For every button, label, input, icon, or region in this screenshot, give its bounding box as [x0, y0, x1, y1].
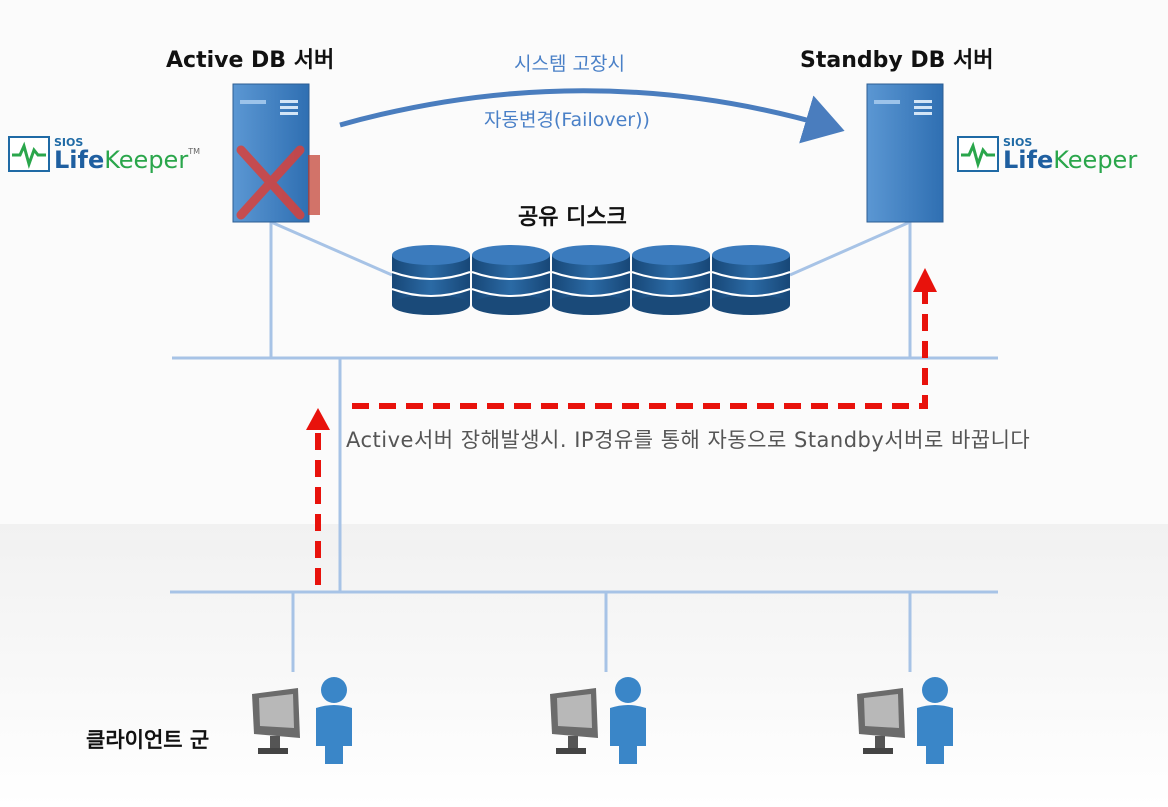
person-icon [610, 677, 646, 764]
shared-disk-title: 공유 디스크 [518, 205, 627, 230]
logo-keeper-text: Keeper [1053, 145, 1138, 174]
failover-path-arrow [306, 268, 937, 585]
logo-tm-text: TM [188, 146, 200, 156]
failover-arc-arrow [339, 88, 845, 144]
person-icon [917, 677, 953, 764]
standby-disk-link [789, 220, 911, 277]
monitor-icon [550, 688, 598, 754]
disk-cylinder [711, 245, 791, 315]
heartbeat-icon [957, 136, 999, 172]
logo-sios-text: SIOS [54, 135, 84, 149]
monitor-icon [857, 688, 905, 754]
logo-keeper-text: Keeper [104, 145, 189, 174]
monitor-icon [252, 688, 300, 754]
failover-path-note: Active서버 장해발생시. IP경유를 통해 자동으로 Standby서버로… [346, 428, 1031, 452]
disk-stack-icon [391, 245, 791, 315]
failover-caption-line1: 시스템 고장시 [514, 53, 625, 75]
disk-cylinder [551, 245, 631, 315]
failover-caption-line2: 자동변경(Failover)) [484, 109, 650, 131]
client-3 [857, 677, 953, 764]
logo-life-text: Life [1003, 145, 1054, 174]
disk-cylinder [631, 245, 711, 315]
warning-mark-icon [308, 155, 320, 215]
logo-sios-text: SIOS [1003, 135, 1033, 149]
client-group-label: 클라이언트 군 [86, 728, 210, 752]
standby-server-icon [866, 83, 944, 223]
network-lines [170, 220, 998, 672]
disk-cylinder [471, 245, 551, 315]
lower-background [0, 524, 1168, 807]
active-disk-link [270, 220, 393, 277]
logo-life-text: Life [54, 145, 105, 174]
person-icon [316, 677, 352, 764]
client-1 [252, 677, 352, 764]
active-server-title: Active DB 서버 [166, 48, 335, 73]
lifekeeper-logo-right: SIOS LifeKeeper [957, 136, 1137, 172]
client-2 [550, 677, 646, 764]
lifekeeper-logo-left: SIOS LifeKeeperTM [8, 136, 200, 172]
disk-cylinder [391, 245, 471, 315]
failure-x-icon [236, 145, 305, 220]
standby-server-title: Standby DB 서버 [800, 48, 994, 73]
heartbeat-icon [8, 136, 50, 172]
